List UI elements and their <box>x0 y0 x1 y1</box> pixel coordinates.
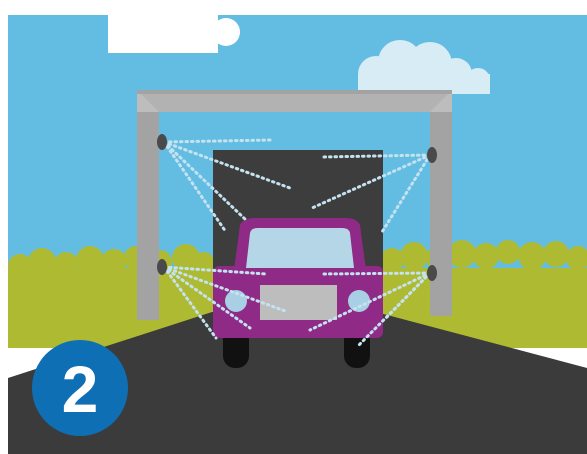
car-windshield <box>246 228 354 268</box>
scanner-sensor-icon <box>157 134 167 150</box>
car-license-plate <box>260 285 337 320</box>
scanner-sensor-icon <box>427 265 437 281</box>
car-headlight-right <box>348 290 370 312</box>
scanner-sensor-icon <box>157 259 167 275</box>
step-badge: 2 <box>32 340 128 436</box>
scanner-sensor-icon <box>427 147 437 163</box>
step-number: 2 <box>62 352 99 426</box>
